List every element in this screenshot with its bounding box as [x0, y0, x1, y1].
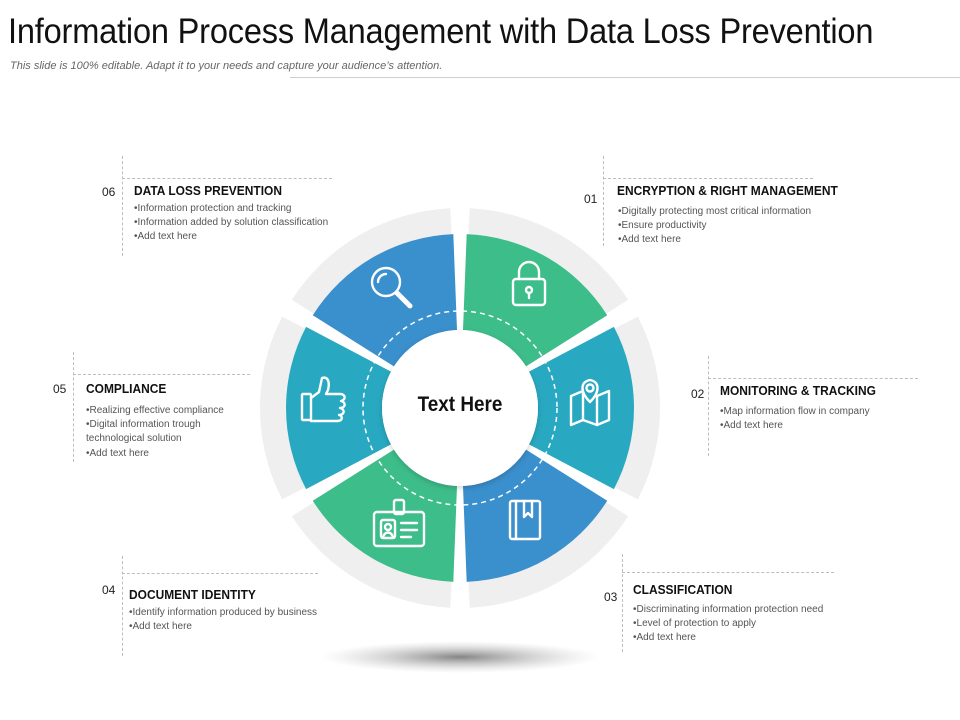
step-bullet: •Digital information trough [86, 419, 201, 430]
connector-02-v [708, 356, 709, 456]
wheel-segment-05 [286, 326, 392, 490]
dashed-ring [362, 310, 558, 506]
step-bullet: •Digitally protecting most critical info… [618, 206, 812, 217]
title-divider [290, 77, 960, 78]
step-bullet: •Level of protection to apply [633, 618, 757, 629]
padlock-icon [511, 260, 547, 307]
step-bullet: •Discriminating information protection n… [633, 604, 824, 615]
book-icon [508, 499, 542, 541]
step-number: 05 [53, 382, 67, 396]
connector-01-v [603, 156, 604, 246]
step-heading: ENCRYPTION & RIGHT MANAGEMENT [617, 183, 838, 198]
ring-segment-04 [291, 502, 452, 608]
ring-segment-01 [468, 208, 629, 314]
step-bullet: •Ensure productivity [618, 220, 707, 231]
step-number: 04 [102, 583, 116, 597]
step-bullet: •Add text here [720, 420, 783, 431]
step-heading: COMPLIANCE [86, 381, 167, 396]
step-heading: DATA LOSS PREVENTION [134, 183, 282, 198]
connector-05-h [73, 374, 250, 375]
step-bullet: •Add text here [633, 632, 696, 643]
connector-04-v [122, 556, 123, 656]
step-bullet: technological solution [86, 433, 182, 444]
step-bullet: •Add text here [86, 448, 149, 459]
connector-06-h [122, 178, 332, 179]
step-bullet: •Realizing effective compliance [86, 405, 224, 416]
id-card-icon [372, 498, 426, 548]
connector-05-v [73, 352, 74, 462]
wheel-segment-06 [312, 234, 458, 367]
wheel-segment-01 [462, 234, 608, 367]
step-number: 06 [102, 185, 116, 199]
thumbs-up-icon [300, 376, 346, 423]
step-bullet: •Add text here [618, 234, 681, 245]
map-pin-icon [569, 378, 611, 427]
step-heading: DOCUMENT IDENTITY [129, 587, 256, 602]
connector-01-h [603, 178, 813, 179]
page-title: Information Process Management with Data… [8, 12, 874, 51]
connector-02-h [708, 378, 918, 379]
step-bullet: •Add text here [129, 621, 192, 632]
connector-03-v [622, 554, 623, 652]
page-subtitle: This slide is 100% editable. Adapt it to… [10, 60, 443, 72]
step-number: 03 [604, 590, 618, 604]
step-heading: MONITORING & TRACKING [720, 383, 876, 398]
ring-segment-02 [614, 316, 660, 500]
step-bullet: •Add text here [134, 231, 197, 242]
connector-06-v [122, 156, 123, 256]
ring-segment-05 [260, 316, 306, 500]
wheel-segment-03 [462, 449, 608, 582]
ring-segment-03 [468, 502, 629, 608]
ring-segment-06 [291, 208, 452, 314]
wheel-segment-02 [528, 326, 634, 490]
center-circle [382, 330, 538, 486]
connector-03-h [622, 572, 834, 573]
step-bullet: •Information added by solution classific… [134, 217, 329, 228]
center-label: Text Here [417, 393, 503, 416]
step-bullet: •Information protection and tracking [134, 203, 292, 214]
step-number: 02 [691, 387, 705, 401]
connector-04-h [122, 573, 318, 574]
step-bullet: •Map information flow in company [720, 406, 870, 417]
wheel-shadow [320, 641, 600, 673]
step-bullet: •Identify information produced by busine… [129, 607, 318, 618]
step-number: 01 [584, 192, 598, 206]
magnifier-icon [370, 266, 413, 309]
wheel-segment-04 [312, 449, 458, 582]
step-heading: CLASSIFICATION [633, 582, 733, 597]
